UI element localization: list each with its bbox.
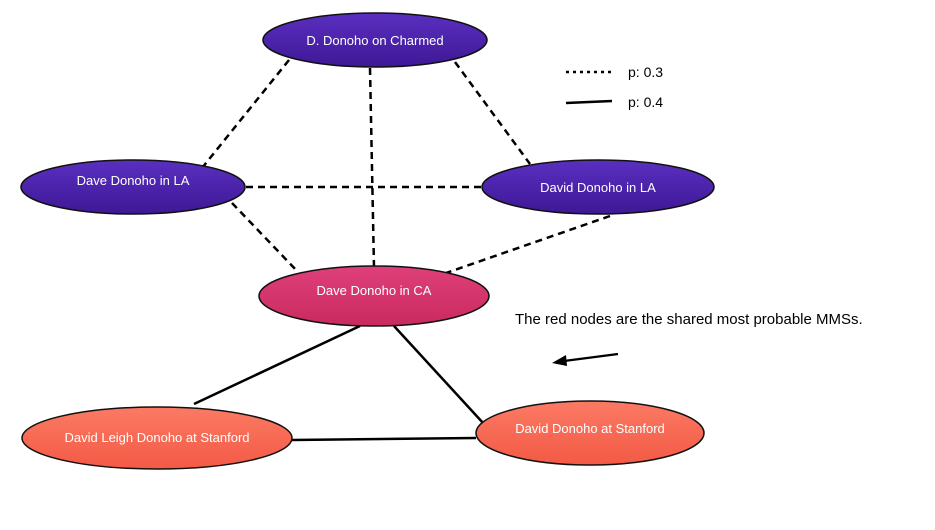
left-arrow-icon <box>552 352 619 366</box>
node-dave-ca[interactable]: Dave Donoho in CA <box>258 265 490 327</box>
node-label-dave-la: Dave Donoho in LA <box>77 173 190 188</box>
edge-dave-la-dave-ca <box>231 202 299 273</box>
legend-solid-swatch <box>565 99 613 105</box>
node-layer: D. Donoho on Charmed Dave Donoho in LA D… <box>20 12 715 470</box>
node-david-la[interactable]: David Donoho in LA <box>481 159 715 215</box>
node-label-leigh-stanford: David Leigh Donoho at Stanford <box>64 430 249 445</box>
edge-charmed-dave-la <box>201 59 290 169</box>
node-dave-la[interactable]: Dave Donoho in LA <box>20 159 246 215</box>
edge-layer <box>193 59 611 442</box>
edge-leigh-david-stanford <box>291 436 477 442</box>
edge-charmed-dave-ca <box>368 67 376 269</box>
node-leigh-stanford[interactable]: David Leigh Donoho at Stanford <box>21 406 293 470</box>
annotation: The red nodes are the shared most probab… <box>515 311 863 366</box>
node-label-charmed: D. Donoho on Charmed <box>306 33 443 48</box>
edge-dave-ca-leigh-stanford <box>193 324 361 406</box>
edge-david-la-dave-ca <box>445 214 611 275</box>
legend: p: 0.3 p: 0.4 <box>565 64 663 110</box>
node-label-david-la: David Donoho in LA <box>540 180 656 195</box>
annotation-text: The red nodes are the shared most probab… <box>515 311 863 328</box>
edge-charmed-david-la <box>453 61 532 165</box>
edge-dave-ca-david-stanford <box>393 325 485 425</box>
node-charmed[interactable]: D. Donoho on Charmed <box>262 12 488 68</box>
legend-solid-label: p: 0.4 <box>628 94 663 110</box>
node-label-david-stanford: David Donoho at Stanford <box>515 421 665 436</box>
node-label-dave-ca: Dave Donoho in CA <box>317 283 432 298</box>
node-david-stanford[interactable]: David Donoho at Stanford <box>475 400 705 466</box>
legend-dashed-label: p: 0.3 <box>628 64 663 80</box>
